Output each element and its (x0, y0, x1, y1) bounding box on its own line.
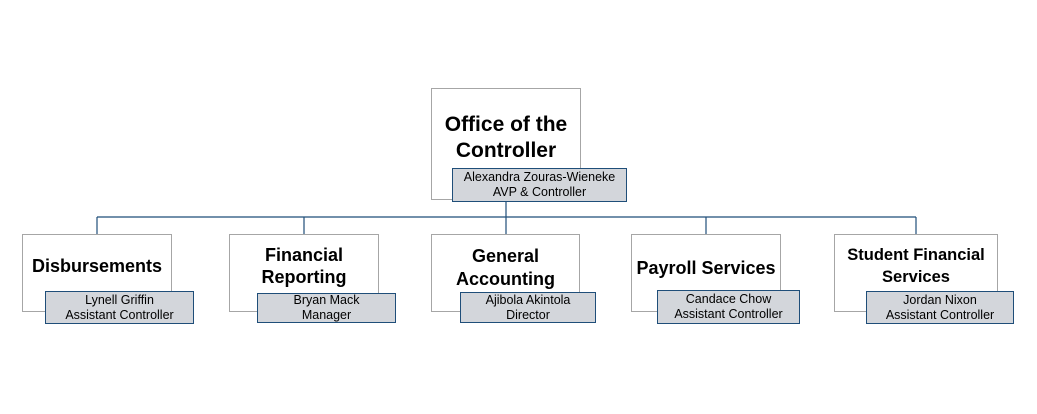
person-name: Alexandra Zouras-Wieneke (463, 170, 616, 184)
unit-title: Office of the Controller (444, 113, 568, 162)
unit-title: Disbursements (31, 256, 163, 276)
unit-title: General Accounting (456, 246, 555, 289)
name-box-student-financial-services: Jordan Nixon Assistant Controller (866, 291, 1014, 324)
person-role: Assistant Controller (674, 307, 783, 321)
name-box-financial-reporting: Bryan Mack Manager (257, 293, 396, 323)
person-name: Bryan Mack (293, 293, 360, 307)
person-name: Candace Chow (685, 292, 772, 306)
name-box-payroll-services: Candace Chow Assistant Controller (657, 290, 800, 324)
name-box-general-accounting: Ajibola Akintola Director (460, 292, 596, 323)
person-name: Ajibola Akintola (485, 292, 571, 307)
person-role: Assistant Controller (885, 307, 995, 322)
name-box-controller: Alexandra Zouras-Wieneke AVP & Controlle… (452, 168, 627, 202)
person-name: Lynell Griffin (85, 292, 154, 307)
unit-title: Financial Reporting (261, 245, 347, 287)
person-role: Director (506, 307, 550, 322)
unit-title: Payroll Services (636, 257, 776, 278)
person-role: Manager (301, 308, 352, 322)
name-box-disbursements: Lynell Griffin Assistant Controller (45, 291, 194, 324)
unit-title: Student Financial Services (847, 246, 985, 286)
person-role: Assistant Controller (65, 307, 174, 322)
person-role: AVP & Controller (492, 185, 587, 199)
person-name: Jordan Nixon (903, 292, 977, 307)
